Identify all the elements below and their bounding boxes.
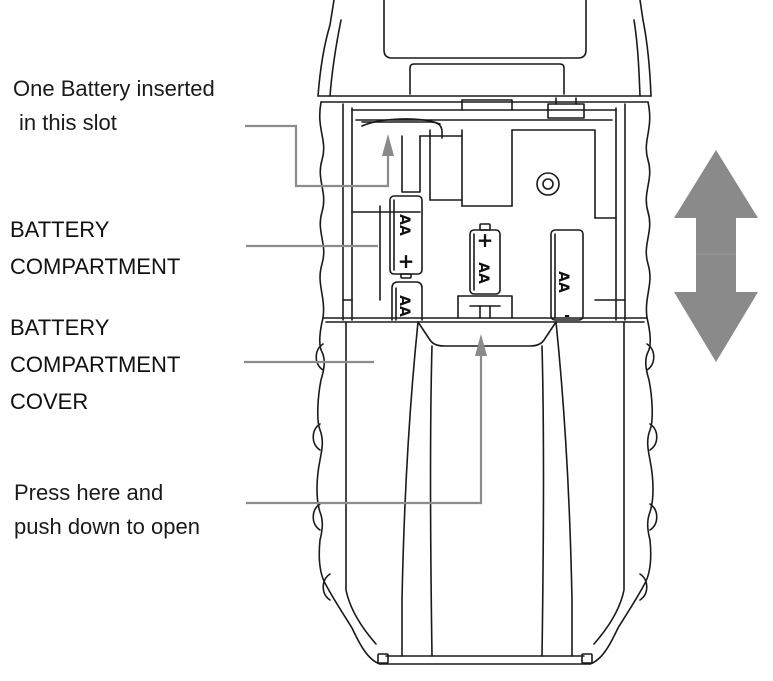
battery-right [550,229,584,321]
press-here-label-line1: Press here and [14,480,164,505]
device-top-section [317,0,652,97]
battery-label-lower-left: AA [396,295,412,317]
compartment-body [317,95,652,321]
battery-inserted-label: One Battery inserted in this slot [13,76,215,136]
leader-lines [244,124,483,505]
press-here-label-line2: push down to open [14,514,200,539]
battery-inserted-label-line1: One Battery inserted [13,76,215,101]
up-arrow-icon [382,134,394,156]
battery-label-upper-left: AA [396,214,412,236]
double-arrow-icon [674,150,758,362]
battery-left-lower [391,281,423,321]
battery-label-right: AA [555,271,571,293]
press-here-label: Press here and push down to open [14,476,200,544]
up-arrow-icon [475,334,487,356]
cover-label-line2: COMPARTMENT [10,352,181,377]
battery-label-middle: AA [475,262,491,284]
cover-label-line1: BATTERY [10,315,110,340]
cover-label-line3: COVER [10,389,89,414]
battery-left-upper [389,195,423,279]
compartment-label: BATTERY COMPARTMENT [10,211,180,285]
battery-plus-upper-left: + [398,249,415,273]
battery-plus-middle: + [477,228,494,252]
battery-marks: AA + AA + AA AA - [396,214,571,324]
compartment-label-line1: BATTERY [10,217,110,242]
compartment-label-line2: COMPARTMENT [10,254,181,279]
compartment-cover [312,317,658,665]
battery-inserted-label-line2: in this slot [19,110,117,135]
battery-minus-right: - [564,308,570,324]
cover-label: BATTERY COMPARTMENT COVER [10,309,180,420]
battery-middle [469,223,501,295]
